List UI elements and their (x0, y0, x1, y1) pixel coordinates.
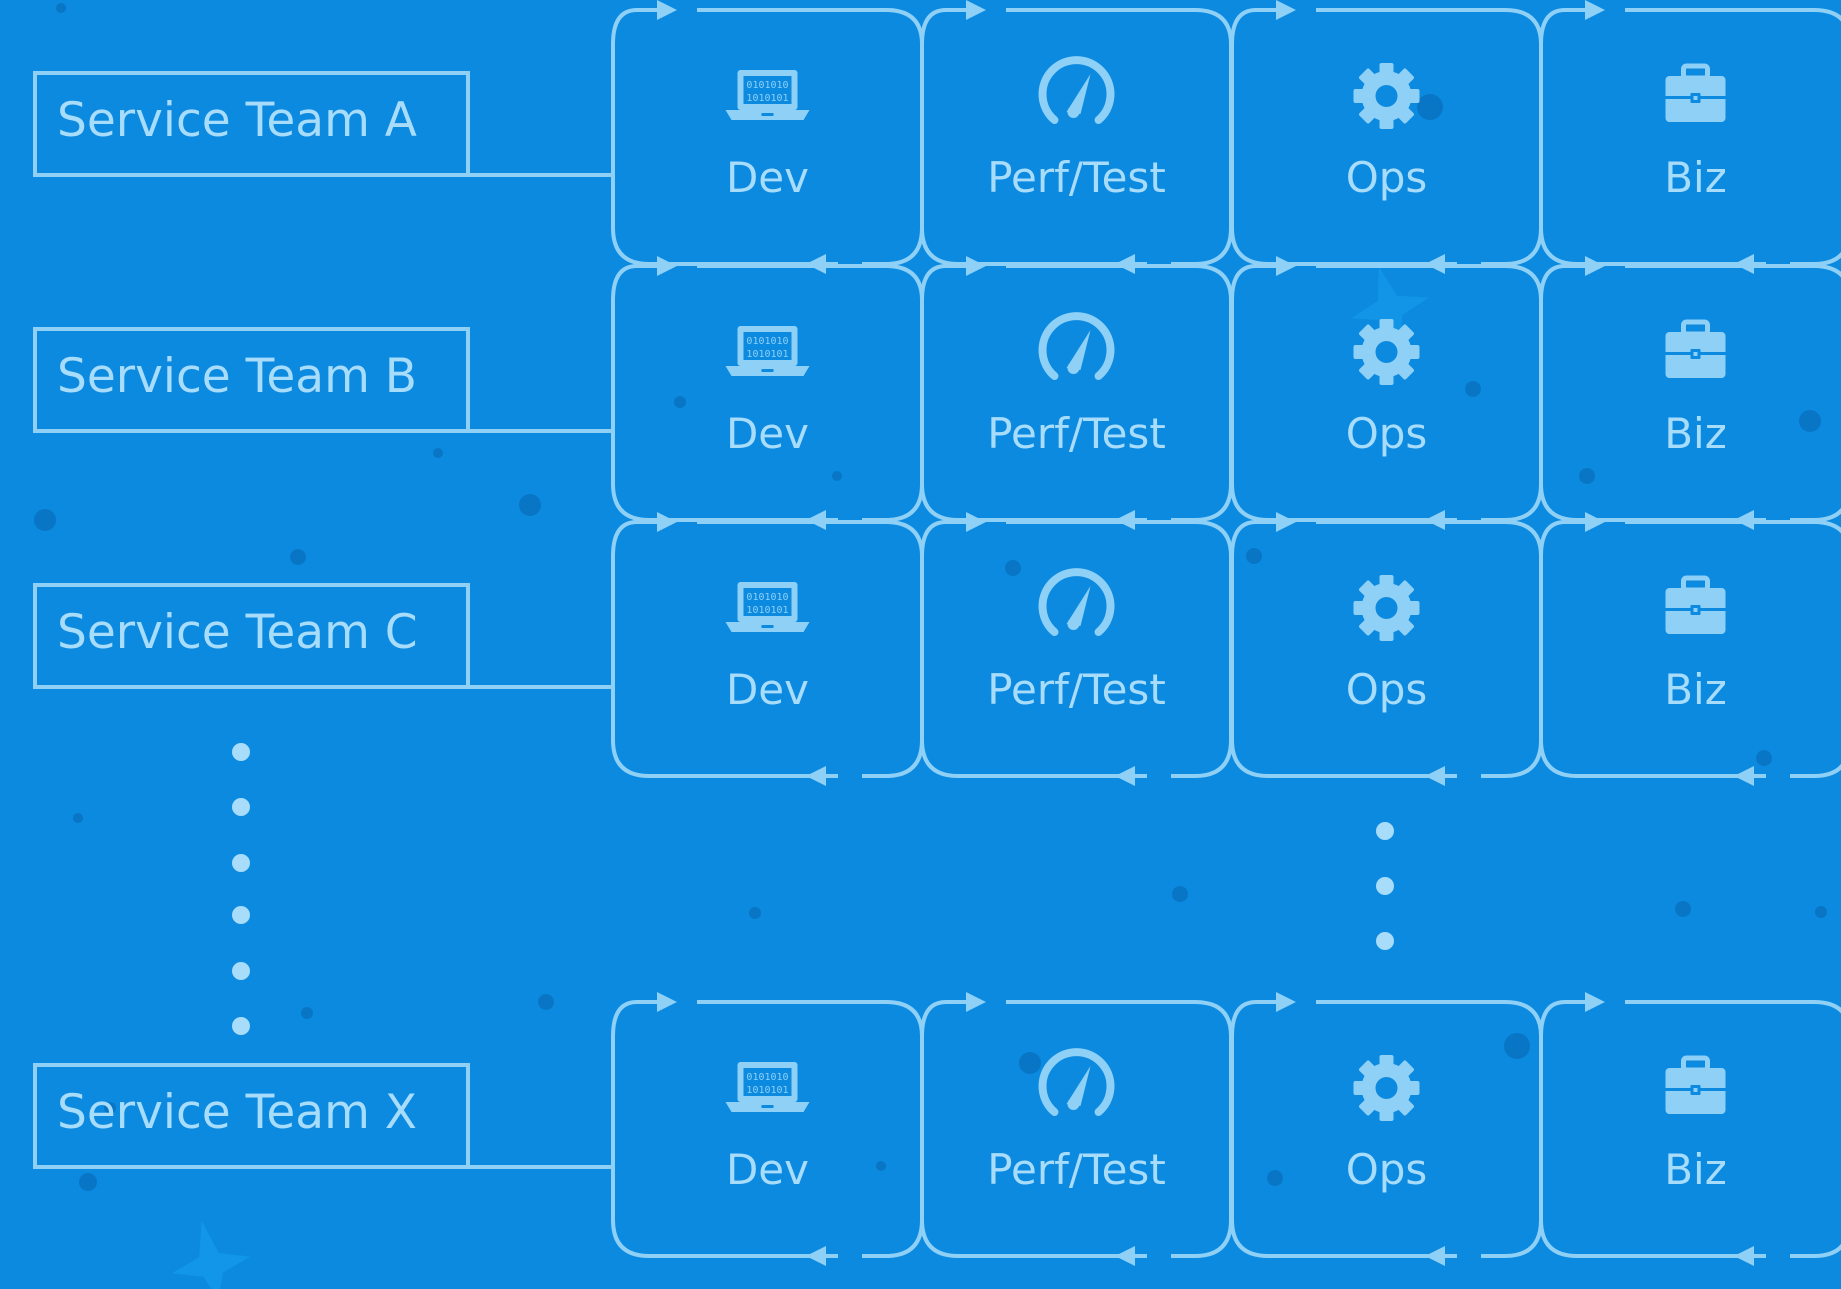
cell-border (1230, 8, 1269, 266)
cell-border (1230, 520, 1269, 778)
binary-text: 0101010 (746, 592, 788, 603)
gear-icon (1353, 1055, 1420, 1121)
cell-border (1006, 1000, 1233, 1258)
team-label: Service Team B (57, 349, 417, 404)
binary-text: 1010101 (746, 1085, 788, 1096)
stage-cell: Ops (1230, 0, 1543, 274)
stage-label: Biz (1664, 1145, 1727, 1194)
stage-cell: Biz (1539, 0, 1841, 274)
binary-text: 0101010 (746, 336, 788, 347)
stage-cell: Perf/Test (920, 512, 1233, 786)
stage-cell: Perf/Test (920, 992, 1233, 1266)
stage-cell: Biz (1539, 256, 1841, 530)
team-label-box (33, 327, 470, 433)
cell-border (697, 520, 924, 778)
team-ellipsis (232, 743, 250, 1035)
cell-border (1230, 1000, 1269, 1258)
gear-icon (1353, 63, 1420, 129)
stage-label: Biz (1664, 665, 1727, 714)
speedometer-icon (1043, 316, 1111, 376)
cell-border (920, 8, 959, 266)
cell-border (1539, 264, 1578, 522)
team-label: Service Team C (57, 605, 418, 660)
binary-text: 1010101 (746, 605, 788, 616)
stage-cell: Biz (1539, 992, 1841, 1266)
stage-label: Biz (1664, 153, 1727, 202)
briefcase-icon (1666, 578, 1726, 634)
stage-label: Dev (726, 665, 809, 714)
binary-text: 0101010 (746, 1072, 788, 1083)
team-label: Service Team X (57, 1085, 417, 1140)
cell-border (1539, 520, 1578, 778)
stage-label: Perf/Test (987, 1145, 1166, 1194)
speedometer-icon (1043, 572, 1111, 632)
team-label-box (33, 71, 470, 177)
cell-border (1539, 8, 1578, 266)
cell-border (1539, 1000, 1578, 1258)
cell-border (697, 1000, 924, 1258)
cell-border (1006, 264, 1233, 522)
speedometer-icon (1043, 1052, 1111, 1112)
cell-border (1625, 264, 1841, 522)
cell-border (611, 1000, 650, 1258)
stage-cell: Perf/Test (920, 256, 1233, 530)
cell-border (697, 264, 924, 522)
cell-border (920, 1000, 959, 1258)
speedometer-icon (1043, 60, 1111, 120)
binary-text: 1010101 (746, 93, 788, 104)
cell-border (1316, 8, 1543, 266)
cell-border (611, 8, 650, 266)
team-label: Service Team A (57, 93, 417, 148)
briefcase-icon (1666, 322, 1726, 378)
cell-border (1006, 520, 1233, 778)
stage-cell: Perf/Test (920, 0, 1233, 274)
binary-text: 1010101 (746, 349, 788, 360)
stage-label: Dev (726, 409, 809, 458)
gear-icon (1353, 319, 1420, 385)
team-label-box (33, 1063, 470, 1169)
team-label-box (33, 583, 470, 689)
binary-text: 0101010 (746, 80, 788, 91)
stage-label: Ops (1346, 665, 1428, 714)
stage-label: Dev (726, 1145, 809, 1194)
stage-label: Ops (1346, 153, 1428, 202)
cell-border (920, 520, 959, 778)
briefcase-icon (1666, 1058, 1726, 1114)
stage-label: Biz (1664, 409, 1727, 458)
cell-border (1316, 264, 1543, 522)
cell-border (1006, 8, 1233, 266)
stage-label: Perf/Test (987, 665, 1166, 714)
cell-border (1625, 8, 1841, 266)
background-specks (34, 3, 1827, 1289)
cell-border (1625, 520, 1841, 778)
gear-icon (1353, 575, 1420, 641)
stage-cell: Ops (1230, 512, 1543, 786)
cell-border (1316, 520, 1543, 778)
pipeline-ellipsis (1376, 822, 1394, 950)
stage-label: Ops (1346, 409, 1428, 458)
cell-border (920, 264, 959, 522)
briefcase-icon (1666, 66, 1726, 122)
cell-border (697, 8, 924, 266)
stage-label: Ops (1346, 1145, 1428, 1194)
cell-border (1625, 1000, 1841, 1258)
cell-border (611, 520, 650, 778)
stage-cell: Ops (1230, 992, 1543, 1266)
cell-border (1230, 264, 1269, 522)
stage-label: Perf/Test (987, 409, 1166, 458)
stage-cell: Biz (1539, 512, 1841, 786)
stage-label: Dev (726, 153, 809, 202)
stage-label: Perf/Test (987, 153, 1166, 202)
cell-border (611, 264, 650, 522)
